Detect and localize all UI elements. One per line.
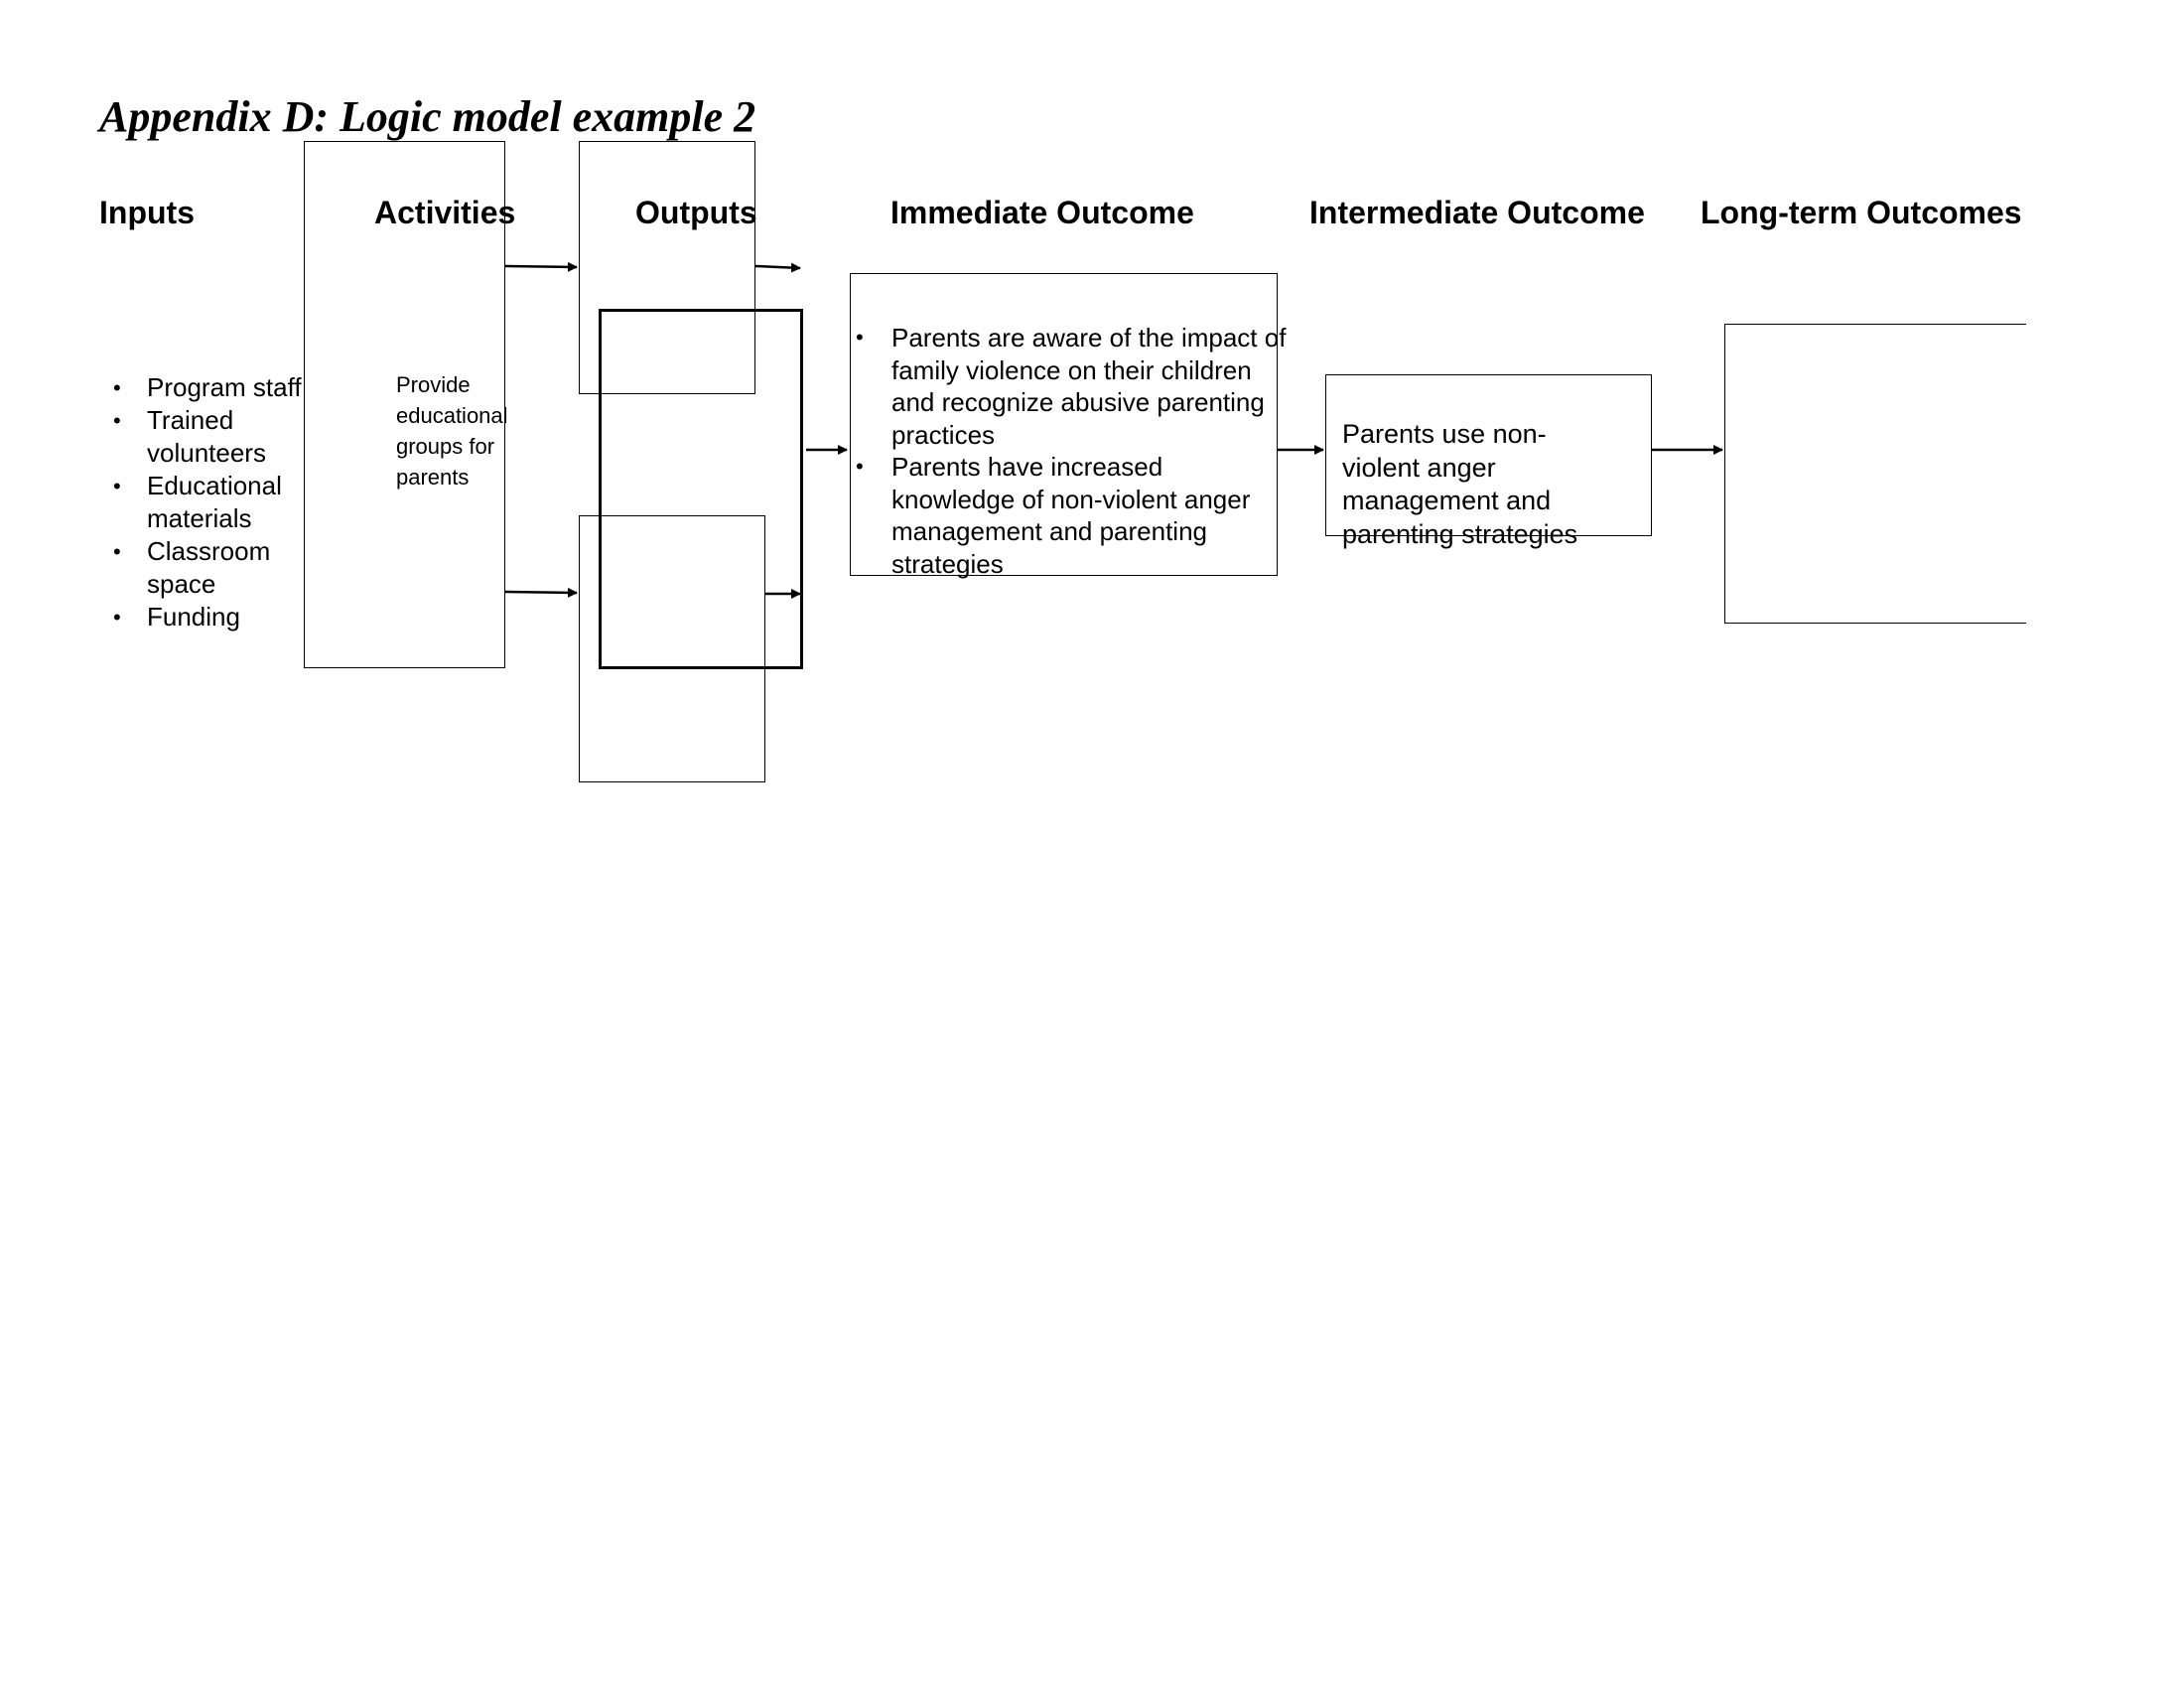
output-box-top [579,141,755,394]
immediate-outcome-item: Parents are aware of the impact of famil… [856,322,1293,451]
input-item: Funding [113,601,312,633]
immediate-outcome-list: Parents are aware of the impact of famil… [856,322,1293,580]
output-box-middle [599,309,803,669]
intermediate-outcome-text: Parents use non-violent anger management… [1342,419,1578,549]
column-header-activities: Activities [374,195,516,230]
arrow-outputs-top-to-right [754,262,801,273]
immediate-outcome-item: Parents have increased knowledge of non-… [856,451,1293,580]
inputs-list: Program staff Trained volunteers Educati… [113,371,312,633]
output-box-bottom [579,515,765,782]
column-header-long-term-outcomes: Long-term Outcomes [1701,195,2022,230]
input-item: Educational materials [113,470,286,535]
input-item: Trained volunteers [113,404,312,470]
column-header-inputs: Inputs [99,195,195,230]
input-item: Program staff [113,371,312,404]
intermediate-outcome-box [1325,374,1652,536]
arrow-activities-to-outputs-top [504,261,578,272]
input-item: Classroom space [113,535,312,601]
page-title: Appendix D: Logic model example 2 [99,92,756,141]
arrow-activities-to-outputs-bottom [504,587,578,598]
column-header-intermediate-outcome: Intermediate Outcome [1309,195,1645,230]
column-header-outputs: Outputs [635,195,757,230]
column-header-immediate-outcome: Immediate Outcome [890,195,1194,230]
activities-text: Provide educational groups for parents [396,372,508,490]
long-term-outcome-box [1724,324,2026,624]
